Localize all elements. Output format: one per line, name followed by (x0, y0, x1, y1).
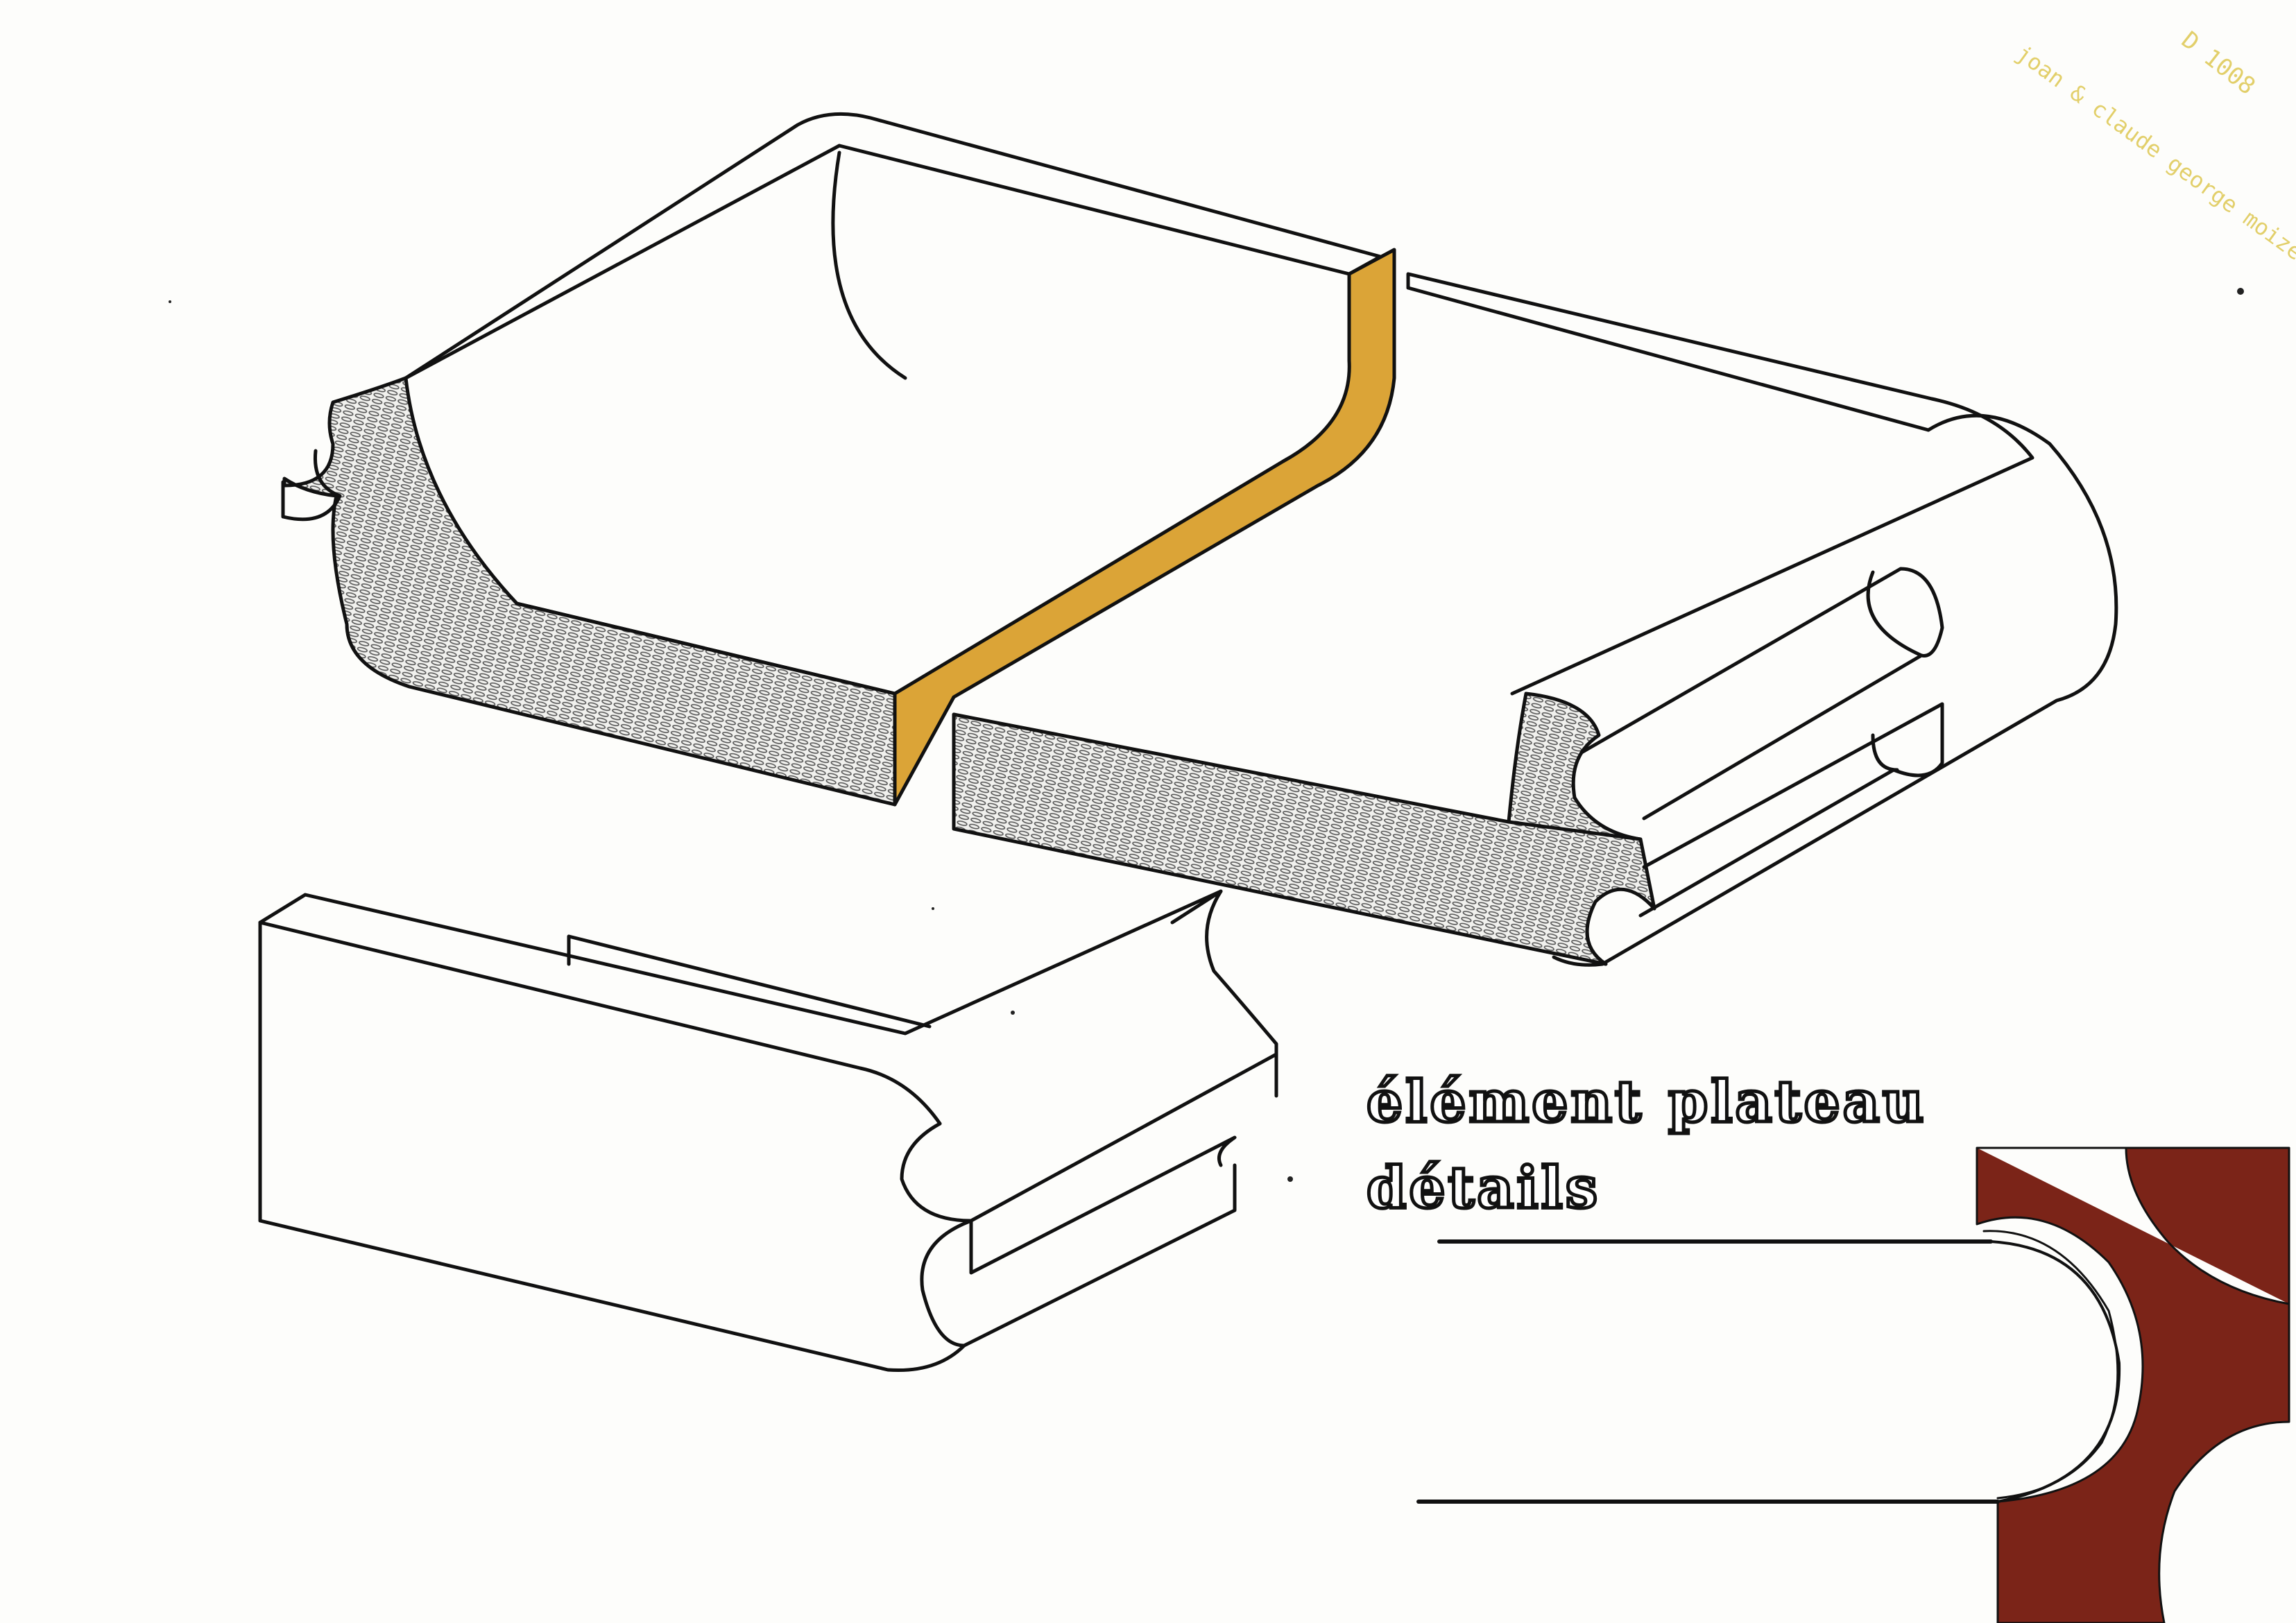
title-word-plateau: plateau (1666, 1069, 1927, 1135)
corner-scallop-bottom (920, 1219, 973, 1348)
rounded-end-outline (1552, 413, 2118, 967)
corner-block (258, 889, 1278, 1373)
joint-detail (1416, 1147, 2290, 1623)
ochre-joint-section (893, 248, 1396, 807)
right-piece-section (952, 692, 1656, 966)
subtitle-details: détails (1365, 1155, 1600, 1221)
left-piece-section (282, 376, 897, 807)
paper-speckles (169, 288, 2244, 1182)
corner-scallop-top (1205, 889, 1278, 1098)
title-word-element: élément (1365, 1069, 1644, 1135)
bowl-edge-curve (831, 151, 907, 380)
brown-section (1976, 1147, 2290, 1623)
tray-piece-left (281, 112, 1396, 807)
tray-piece-right (952, 272, 2118, 967)
